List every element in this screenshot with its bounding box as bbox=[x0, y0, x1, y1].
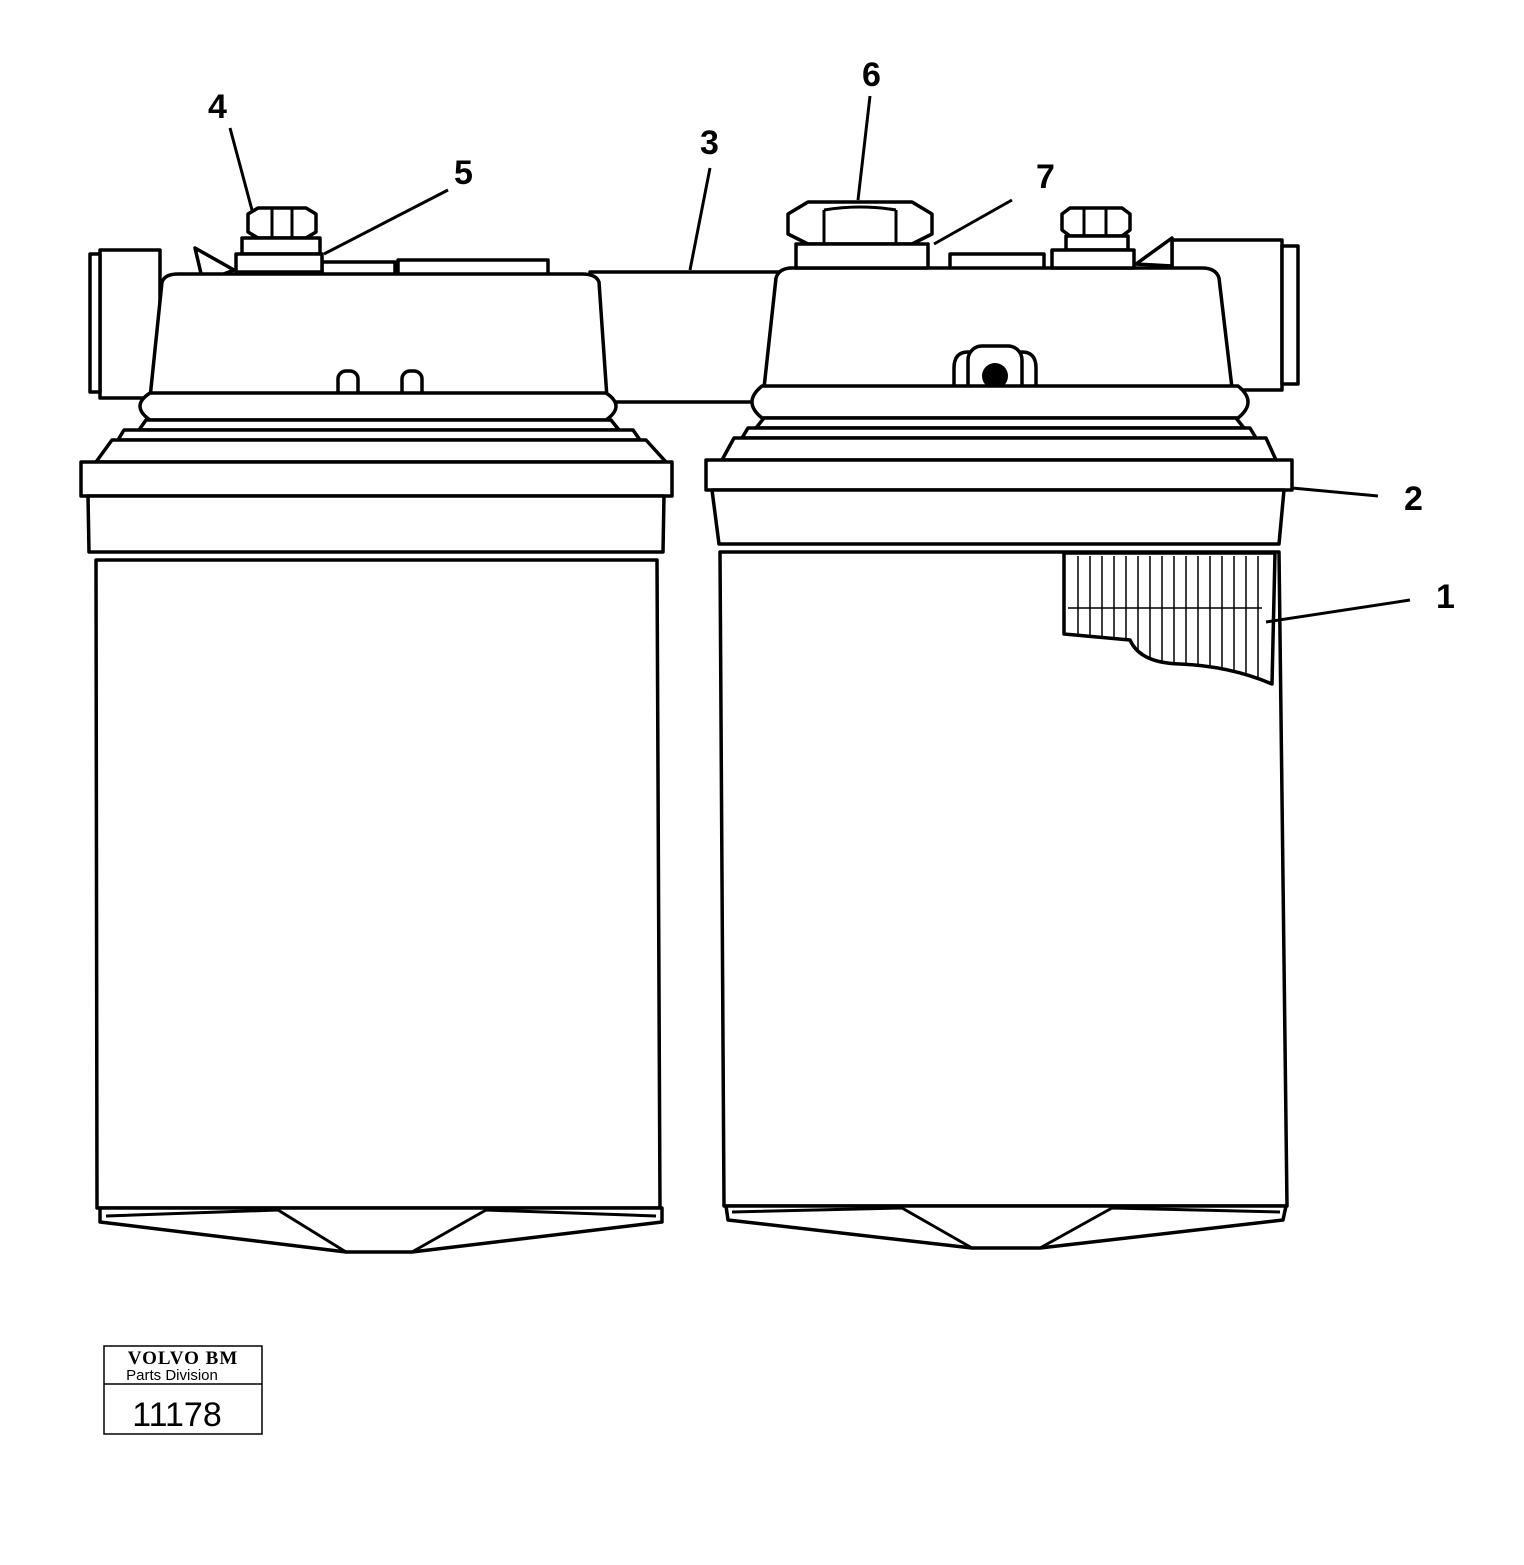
callout-1: 1 bbox=[1436, 578, 1455, 616]
bleed-screw-right bbox=[1050, 206, 1136, 270]
callout-2: 2 bbox=[1404, 480, 1423, 518]
filter-element-cutaway bbox=[1062, 551, 1277, 686]
manifold-bar bbox=[588, 270, 792, 404]
leader-lines bbox=[228, 95, 1411, 624]
document-number: 11178 bbox=[132, 1396, 222, 1434]
callout-5: 5 bbox=[454, 154, 473, 192]
left-inlet-port bbox=[88, 248, 162, 400]
callout-6: 6 bbox=[862, 56, 881, 94]
center-bolt-nut bbox=[786, 200, 934, 270]
callout-3: 3 bbox=[700, 124, 719, 162]
callout-4: 4 bbox=[208, 88, 227, 126]
callout-7: 7 bbox=[1036, 158, 1055, 196]
left-filter bbox=[79, 246, 674, 1254]
right-filter bbox=[704, 236, 1300, 1250]
bleed-screw-left bbox=[234, 206, 324, 274]
brand-text: VOLVO BM bbox=[128, 1348, 239, 1369]
division-text: Parts Division bbox=[126, 1367, 218, 1384]
parts-division-stamp: VOLVO BM Parts Division 11178 bbox=[103, 1345, 263, 1435]
